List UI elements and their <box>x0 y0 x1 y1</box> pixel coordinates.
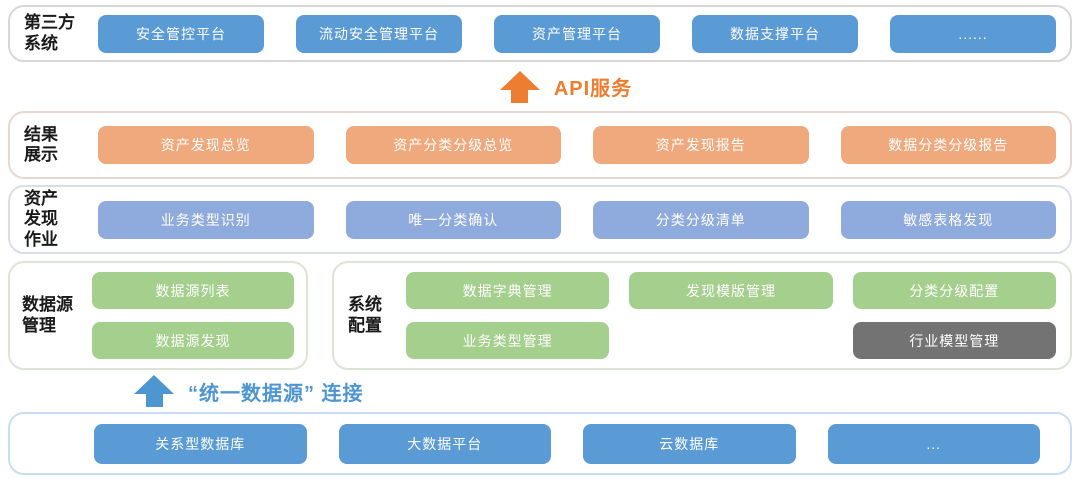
band-label-system-config: 系统 配置 <box>348 295 406 335</box>
discovery-boxes: 业务类型识别 唯一分类确认 分类分级清单 敏感表格发现 <box>98 200 1056 239</box>
band-label-line: 资产 <box>24 189 58 209</box>
band-label-line: 发现 <box>24 209 58 229</box>
unified-datasource-label: “统一数据源” 连接 <box>188 382 364 405</box>
node-data-support-platform: 数据支撑平台 <box>692 14 858 53</box>
node-unique-classification-confirmation: 唯一分类确认 <box>345 200 561 239</box>
band-label-line: 系统 <box>24 33 58 53</box>
band-label-discovery: 资产 发现 作业 <box>24 189 98 249</box>
band-label-line: 结果 <box>24 124 58 144</box>
up-arrow-icon <box>499 70 540 103</box>
node-asset-discovery-report: 资产发现报告 <box>593 126 809 164</box>
band-results-display: 结果 展示 资产发现总览 资产分类分级总览 资产发现报告 数据分类分级报告 <box>8 111 1072 179</box>
band-third-party-systems: 第三方 系统 安全管控平台 流动安全管理平台 资产管理平台 数据支撑平台 ...… <box>8 5 1072 62</box>
node-cloud-database: 云数据库 <box>583 423 796 464</box>
band-label-third-party: 第三方 系统 <box>24 13 98 53</box>
up-arrow-icon <box>134 375 174 407</box>
node-relational-database: 关系型数据库 <box>94 423 307 464</box>
node-discovery-template-management: 发现模版管理 <box>629 272 833 309</box>
node-security-control-platform: 安全管控平台 <box>98 14 264 53</box>
node-flow-security-management-platform: 流动安全管理平台 <box>296 14 462 53</box>
band-label-line: 展示 <box>24 145 58 164</box>
results-boxes: 资产发现总览 资产分类分级总览 资产发现报告 数据分类分级报告 <box>98 126 1056 164</box>
api-service-connector: API服务 <box>34 62 1080 111</box>
third-party-boxes: 安全管控平台 流动安全管理平台 资产管理平台 数据支撑平台 ...... <box>98 14 1056 53</box>
band-label-line: 第三方 <box>24 13 75 33</box>
band-label-line: 数据源 <box>22 295 73 315</box>
band-asset-discovery-jobs: 资产 发现 作业 业务类型识别 唯一分类确认 分类分级清单 敏感表格发现 <box>8 185 1072 254</box>
band-label-datasource: 数据源 管理 <box>22 295 92 335</box>
node-business-type-identification: 业务类型识别 <box>98 200 314 239</box>
band-system-configuration: 系统 配置 数据字典管理 发现模版管理 分类分级配置 业务类型管理 行业模型管理 <box>332 261 1072 370</box>
node-more-databases-ellipsis: ... <box>827 423 1040 464</box>
node-data-dictionary-management: 数据字典管理 <box>406 272 610 309</box>
api-service-label: API服务 <box>553 78 633 100</box>
band-label-line: 作业 <box>24 229 58 249</box>
band-data-sources: 关系型数据库 大数据平台 云数据库 ... <box>8 412 1072 475</box>
node-big-data-platform: 大数据平台 <box>338 423 551 464</box>
node-industry-model-management: 行业模型管理 <box>852 322 1056 359</box>
node-datasource-list: 数据源列表 <box>92 272 294 309</box>
node-asset-management-platform: 资产管理平台 <box>494 14 660 53</box>
node-classification-grading-list: 分类分级清单 <box>593 200 809 239</box>
unified-datasource-connector: “统一数据源” 连接 <box>8 370 1072 412</box>
band-label-line: 系统 <box>348 295 382 315</box>
datasource-boxes: 数据源列表 数据源发现 <box>92 272 294 359</box>
node-more-platforms-ellipsis: ...... <box>890 14 1056 53</box>
system-config-boxes: 数据字典管理 发现模版管理 分类分级配置 业务类型管理 行业模型管理 <box>406 272 1056 359</box>
node-asset-discovery-overview: 资产发现总览 <box>98 126 314 164</box>
band-middle-row: 数据源 管理 数据源列表 数据源发现 系统 配置 数据字典管理 发现模版管理 分… <box>8 261 1072 370</box>
band-label-line: 配置 <box>348 315 382 335</box>
node-sensitive-table-discovery: 敏感表格发现 <box>840 200 1056 239</box>
database-boxes: 关系型数据库 大数据平台 云数据库 ... <box>94 423 1040 464</box>
node-datasource-discovery: 数据源发现 <box>92 322 294 359</box>
node-classification-grading-config: 分类分级配置 <box>852 272 1056 309</box>
node-asset-classification-overview: 资产分类分级总览 <box>345 126 561 164</box>
grid-empty-cell <box>629 322 832 359</box>
band-label-line: 管理 <box>22 315 56 335</box>
band-label-results: 结果 展示 <box>24 125 98 165</box>
node-business-type-management: 业务类型管理 <box>406 322 610 359</box>
band-datasource-management: 数据源 管理 数据源列表 数据源发现 <box>8 261 308 370</box>
node-data-classification-report: 数据分类分级报告 <box>840 126 1056 164</box>
